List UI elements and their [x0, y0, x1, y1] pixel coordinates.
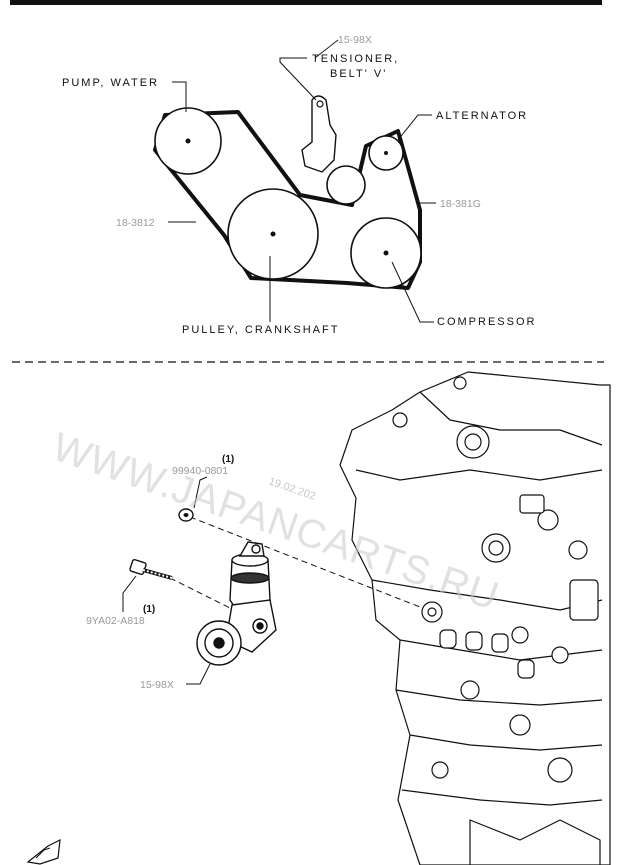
engine-block-illustration	[339, 371, 611, 865]
tensioner-arm-hole	[316, 100, 324, 108]
mount-boss-2-inner	[488, 540, 504, 556]
nut-part[interactable]	[178, 508, 194, 522]
leader-tensioner	[279, 57, 317, 101]
tensioner-label-line2: BELT' V'	[330, 68, 387, 80]
mount-boss-9	[509, 714, 531, 736]
port-1	[439, 629, 457, 649]
belt-left-part-number[interactable]: 18-3812	[116, 217, 155, 229]
alternator-label: ALTERNATOR	[436, 110, 528, 122]
leader-pump-water	[172, 81, 187, 112]
port-4	[517, 659, 535, 679]
mount-boss-5	[568, 540, 588, 560]
tensioner-assembly-part-number[interactable]: 15-98X	[140, 679, 174, 691]
mount-boss-13	[453, 376, 467, 390]
bolt-part[interactable]	[129, 558, 173, 580]
compressor-label: COMPRESSOR	[437, 316, 536, 328]
sensor-block	[569, 579, 599, 621]
mount-boss-6	[511, 626, 529, 644]
parts-exploded-view: (1) 99940-0801 (1) 9YA02-A818 15-98X	[86, 454, 421, 691]
water-pump-pulley-center	[185, 138, 191, 144]
nut-quantity: (1)	[222, 454, 234, 465]
mount-boss-7	[551, 646, 569, 664]
mount-boss-11	[431, 761, 449, 779]
cylinder-head-edge	[419, 391, 603, 446]
tensioner-label-line1: TENSIONER,	[312, 53, 399, 65]
tensioner-assembly[interactable]	[196, 541, 277, 666]
pump-water-label: PUMP, WATER	[62, 77, 159, 89]
assembly-line-bolt	[169, 577, 243, 615]
mount-boss-1-inner	[464, 433, 482, 451]
alternator-pulley-center	[384, 151, 388, 155]
assembly-line-nut	[189, 516, 421, 608]
crankshaft-pulley-label: PULLEY, CRANKSHAFT	[182, 324, 339, 336]
bolt-quantity: (1)	[143, 604, 155, 615]
leader-alternator	[397, 114, 432, 141]
port-3	[491, 633, 509, 653]
bolt-part-number[interactable]: 9YA02-A818	[86, 615, 145, 627]
belt-routing-diagram: 15-98X TENSIONER, BELT' V' PUMP, WATER A…	[62, 34, 536, 336]
mount-boss-8	[460, 680, 480, 700]
belt-right-part-number[interactable]: 18-381G	[440, 198, 481, 210]
cam-cover-ridge	[355, 469, 603, 481]
block-rib-4	[401, 789, 603, 806]
port-2	[465, 631, 483, 651]
leader-bolt	[122, 575, 137, 612]
block-rib-3	[409, 734, 603, 751]
mount-boss-10	[547, 757, 573, 783]
tensioner-arm	[301, 95, 337, 173]
mount-boss-4	[537, 509, 559, 531]
mount-boss-3-inner	[427, 607, 437, 617]
tensioner-part-number[interactable]: 15-98X	[338, 34, 372, 46]
leader-tensioner-assy	[186, 663, 211, 685]
sensor-block-2	[519, 494, 545, 514]
lower-bracket	[469, 819, 601, 865]
crankshaft-pulley-center	[270, 231, 276, 237]
mount-boss-12	[392, 412, 408, 428]
tensioner-pulley	[326, 165, 366, 205]
leader-nut	[193, 476, 208, 509]
block-rib-2	[395, 689, 603, 706]
nut-part-number[interactable]: 99940-0801	[172, 465, 228, 477]
front-direction-logo-icon	[26, 838, 61, 865]
leader-compressor	[391, 261, 434, 323]
compressor-pulley-center	[383, 250, 389, 256]
top-border	[10, 0, 602, 5]
leader-tensioner-pn	[314, 39, 339, 59]
